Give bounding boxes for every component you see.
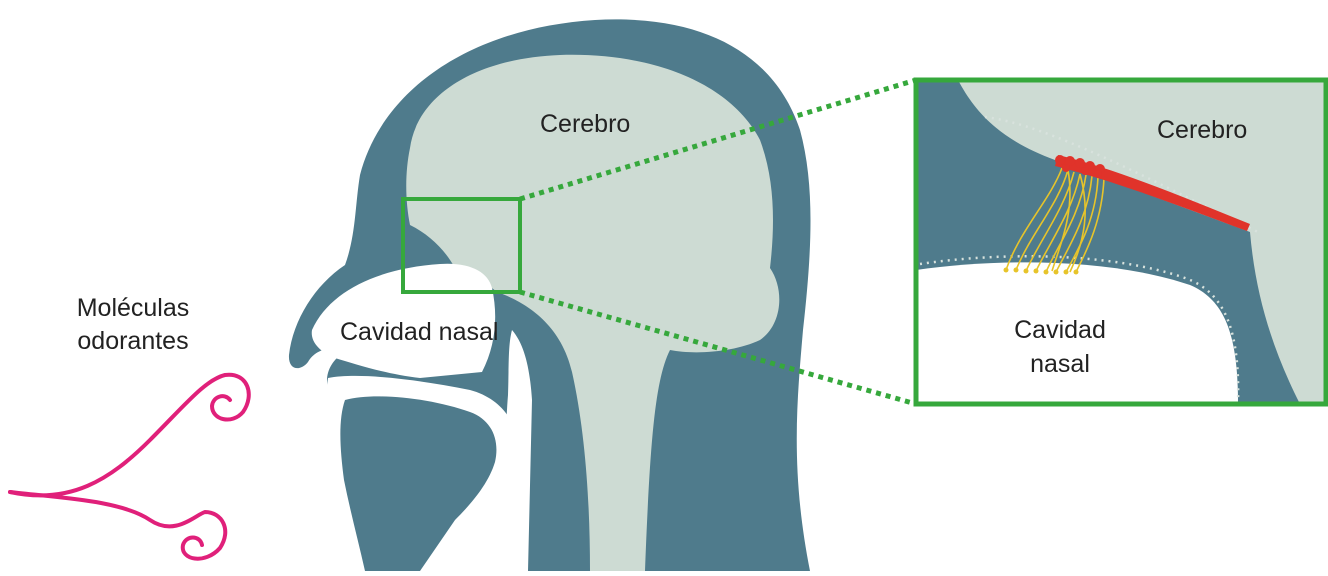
label-nasal-inset-line1: Cavidad <box>1000 316 1120 345</box>
label-nasal-inset-line2: nasal <box>1000 350 1120 379</box>
head-section <box>289 19 811 571</box>
label-brain-main: Cerebro <box>540 110 630 139</box>
label-nasal-cavity-main: Cavidad nasal <box>340 318 498 347</box>
odor-stream <box>10 375 249 559</box>
odor-swirl-upper <box>10 375 249 496</box>
inset-panel <box>916 80 1328 404</box>
label-molecules-line1: Moléculas <box>68 294 198 323</box>
label-molecules-line2: odorantes <box>68 327 198 356</box>
label-brain-inset: Cerebro <box>1157 116 1247 145</box>
odor-swirl-lower <box>10 492 225 559</box>
